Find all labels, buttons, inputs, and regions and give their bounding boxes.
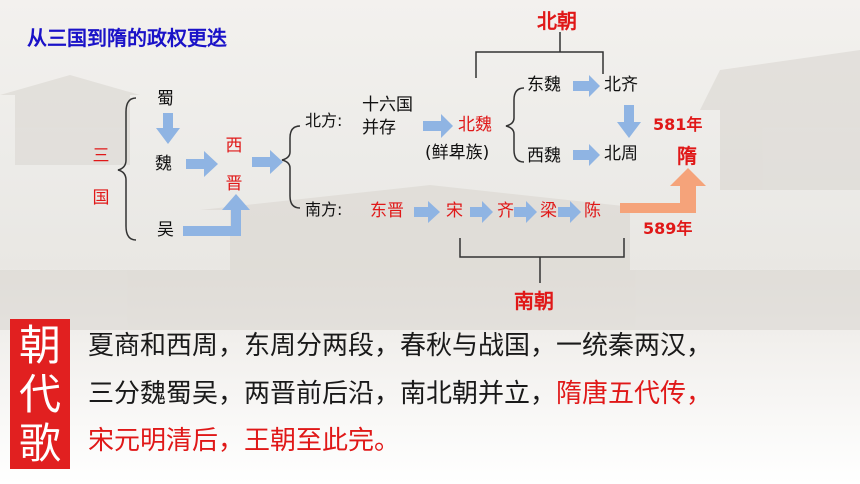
bracket-northern-dynasties	[475, 32, 604, 78]
south-label: 南方:	[305, 200, 343, 219]
arrow-song-to-qi	[470, 201, 493, 223]
northern-zhou: 北周	[604, 144, 638, 164]
shu: 蜀	[157, 89, 174, 109]
arrow-liang-to-chen	[558, 201, 581, 223]
bracket-southern-dynasties	[459, 238, 625, 283]
liang: 梁	[540, 201, 557, 221]
sixteen-kingdoms-line2: 并存	[362, 118, 396, 138]
arrow-shu-to-wei	[156, 113, 180, 144]
arrow-jin-to-split	[252, 150, 283, 174]
wu: 吴	[157, 220, 174, 240]
badge-char-2: 代	[18, 370, 61, 419]
song: 宋	[446, 201, 463, 221]
xianbei: (鲜卑族)	[425, 143, 490, 163]
palace-background	[0, 50, 860, 330]
poem-line-1-text: 夏商和西周，东周分两段，春秋与战国，一统秦两汉，	[88, 331, 713, 361]
poem-line-3-text: 宋元明清后，王朝至此完。	[88, 426, 401, 456]
arrow-dongjin-to-song	[414, 201, 440, 223]
arrow-west-wei-to-zhou	[573, 144, 600, 166]
northern-qi: 北齐	[604, 75, 638, 95]
brace-north-south	[281, 125, 301, 209]
arrow-east-wei-to-qi	[573, 75, 600, 97]
arrow-qi-to-liang	[514, 201, 537, 223]
poem-line-2: 三分魏蜀吴，两晋前后沿，南北朝并立，隋唐五代传，	[88, 381, 712, 407]
three-kingdoms-label: 三国	[92, 146, 110, 208]
badge-char-3: 歌	[18, 419, 61, 468]
western-jin: 西晋	[225, 136, 243, 194]
eastern-jin: 东晋	[370, 201, 404, 221]
eastern-wei: 东魏	[527, 75, 561, 95]
southern-dynasties-label: 南朝	[514, 289, 554, 313]
sixteen-kingdoms-line1: 十六国	[362, 95, 413, 115]
succession-diagram	[117, 32, 706, 283]
badge-char-1: 朝	[18, 321, 61, 370]
arrow-wei-to-jin	[186, 151, 218, 177]
brace-wei-split	[505, 87, 525, 163]
poem-line-1: 夏商和西周，东周分两段，春秋与战国，一统秦两汉，	[88, 333, 712, 359]
page-title: 从三国到隋的政权更迭	[27, 26, 227, 50]
western-wei: 西魏	[527, 146, 561, 166]
northern-dynasties-label: 北朝	[537, 9, 577, 33]
chen: 陈	[584, 201, 601, 221]
poem-line-3: 宋元明清后，王朝至此完。	[88, 428, 400, 454]
wei-kingdom: 魏	[155, 154, 172, 174]
arrow-sixteen-to-wei	[423, 114, 453, 138]
arrow-wu-to-jin	[183, 194, 250, 236]
sui-dynasty: 隋	[677, 144, 697, 168]
qi-south: 齐	[497, 201, 514, 221]
sui-year-589: 589年	[643, 219, 693, 238]
arrow-qi-to-zhou	[617, 105, 641, 138]
north-label: 北方:	[305, 111, 343, 130]
poem-line-2-text: 三分魏蜀吴，两晋前后沿，南北朝并立，	[88, 379, 557, 409]
northern-wei: 北魏	[458, 115, 492, 135]
dynasty-song-badge: 朝 代 歌	[10, 319, 70, 469]
poem-line-2-highlight: 隋唐五代传，	[556, 379, 713, 409]
brace-three-kingdoms	[117, 97, 137, 241]
sui-year-581: 581年	[653, 115, 703, 134]
arrow-chen-to-sui	[620, 168, 706, 213]
